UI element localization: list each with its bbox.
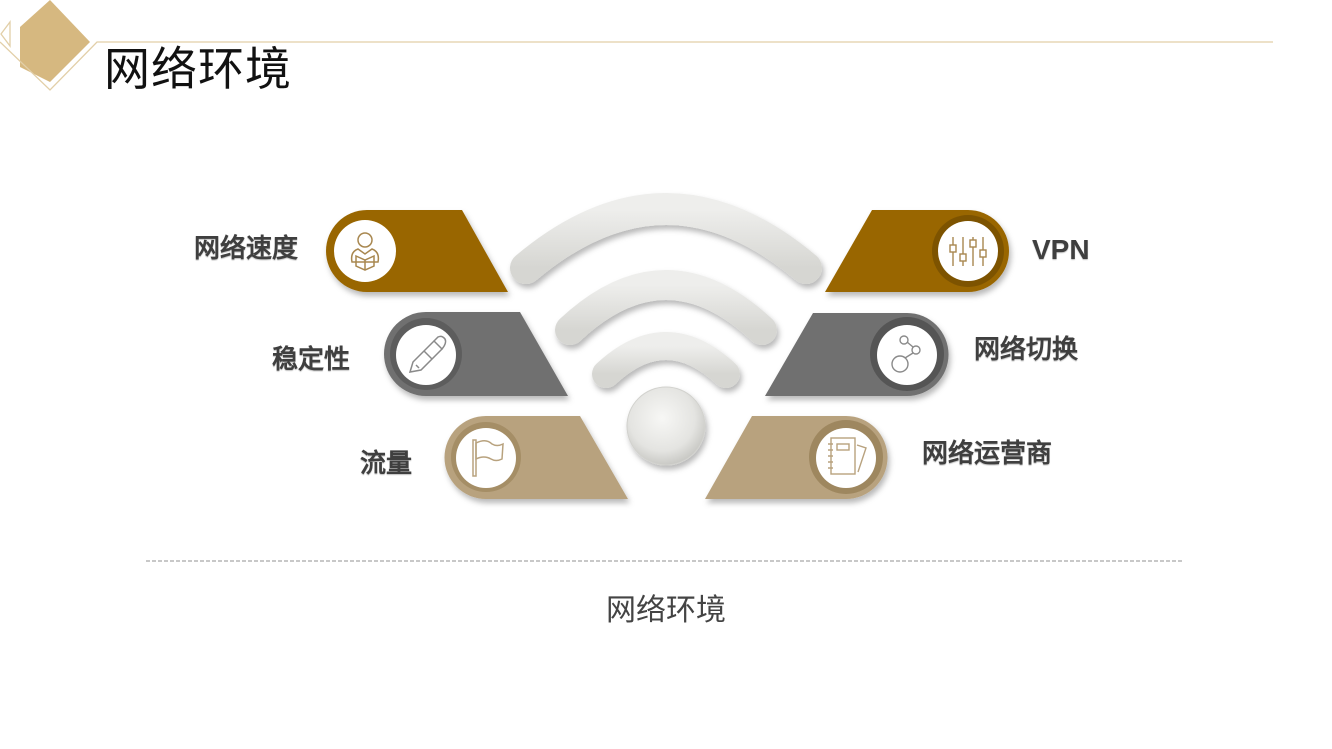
label-network-operator: 网络运营商 <box>922 439 1053 469</box>
header-logo <box>0 0 1273 91</box>
label-vpn: VPN <box>1032 234 1090 265</box>
sliders-icon <box>949 237 987 266</box>
badge-vpn[interactable] <box>825 210 1009 292</box>
label-network-speed: 网络速度 <box>194 234 299 264</box>
network-nodes-icon <box>891 335 921 373</box>
badge-data-traffic[interactable] <box>444 416 629 499</box>
label-network-switch: 网络切换 <box>974 335 1079 365</box>
page-title: 网络环境 <box>104 42 292 96</box>
badge-stability[interactable] <box>384 312 568 396</box>
badge-network-operator[interactable] <box>705 416 888 499</box>
back-triangle-icon <box>0 20 11 48</box>
wifi-icon <box>510 193 822 466</box>
gold-diamond <box>20 0 90 82</box>
badge-network-speed[interactable] <box>326 210 508 292</box>
label-stability: 稳定性 <box>272 345 351 375</box>
badge-network-switch[interactable] <box>765 313 949 396</box>
flag-icon <box>472 439 504 477</box>
label-data-traffic: 流量 <box>360 449 413 479</box>
pencil-icon <box>408 335 447 373</box>
reader-icon <box>350 232 380 271</box>
header-rule <box>0 41 1273 91</box>
footer-caption: 网络环境 <box>606 593 726 628</box>
notebook-icon <box>828 437 867 475</box>
